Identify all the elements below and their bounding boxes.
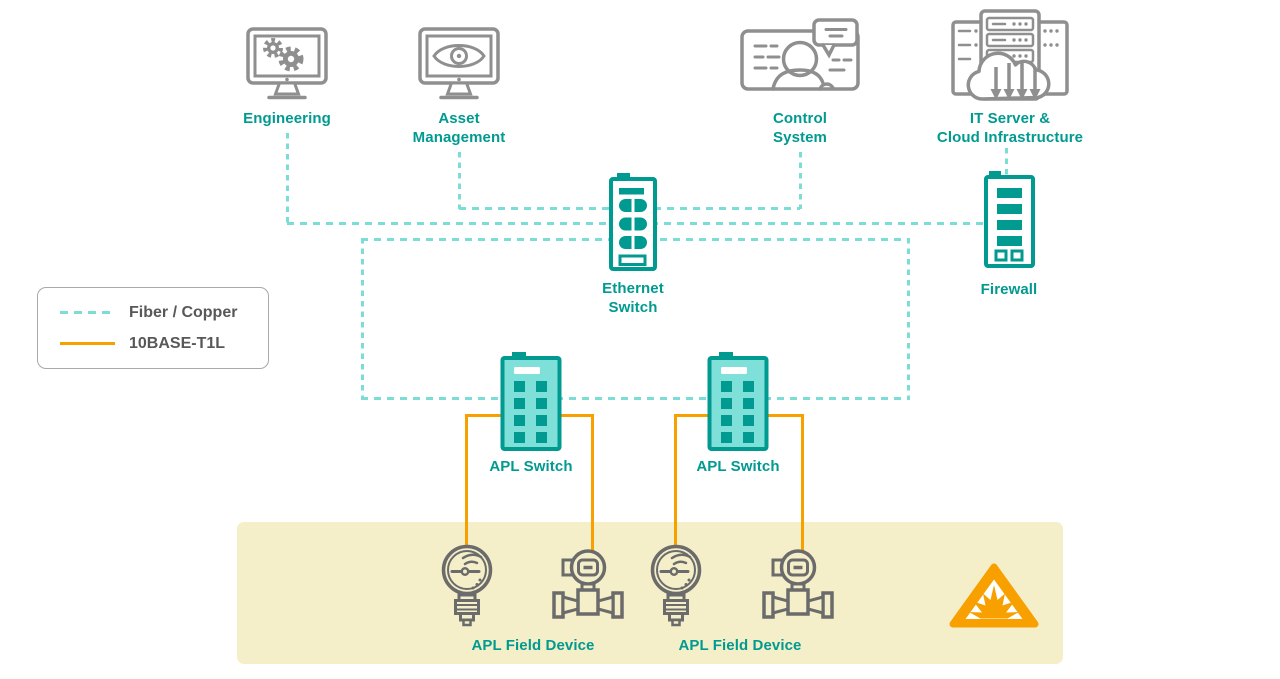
ethernet-switch-label: Ethernet Switch (573, 279, 693, 317)
field-device-gauge-1 (435, 543, 499, 629)
hazard-symbol (948, 562, 1040, 630)
apl-switch-left-label: APL Switch (489, 458, 573, 475)
field-device-gauge-2 (644, 543, 708, 629)
it-server-label-line1: IT Server & (969, 110, 1051, 127)
control-system-node (735, 16, 865, 102)
apl-switch-icon (707, 352, 769, 451)
dash-link-itserver-firewall-drop (1005, 148, 1008, 176)
ethernet-switch-node (606, 172, 662, 274)
legend-item-10base-t1l: 10BASE-T1L (38, 335, 268, 353)
engineering-node (242, 25, 332, 105)
it-server-label-line2: Cloud Infrastructure (936, 129, 1084, 146)
engineering-monitor-gears-icon (246, 27, 328, 100)
apl-field-device-left-label: APL Field Device (471, 637, 595, 654)
legend-label-10base-t1l: 10BASE-T1L (129, 334, 226, 352)
apl-switch-right-node (706, 352, 770, 452)
control-system-label-line2: System (773, 129, 827, 146)
firewall-node (982, 170, 1038, 270)
fiber-copper-line-swatch (60, 310, 115, 315)
ethernet-switch-label-line1: Ethernet (602, 280, 664, 297)
explosion-hazard-icon (949, 563, 1039, 628)
dash-link-control-system-drop (799, 152, 802, 209)
ethernet-switch-label-line2: Switch (608, 299, 658, 316)
control-system-label: Control System (725, 109, 875, 147)
it-server-cloud-node (948, 5, 1072, 107)
dash-ring-left (361, 238, 364, 400)
control-system-operator-icon (740, 18, 860, 91)
asset-management-monitor-eye-icon (418, 27, 500, 100)
dash-ring-bottom (361, 397, 910, 400)
apl-field-device-right-label: APL Field Device (678, 637, 802, 654)
asset-management-label-line2: Management (412, 129, 506, 146)
apl-switch-icon (500, 352, 562, 451)
pressure-gauge-field-device-icon (650, 544, 702, 627)
field-device-valve-2 (760, 548, 836, 622)
asset-management-label: Asset Management (384, 109, 534, 147)
dash-link-asset-management-drop (458, 152, 461, 209)
control-system-label-line1: Control (772, 110, 828, 127)
firewall-icon (984, 171, 1035, 268)
dash-ring-right (907, 238, 910, 400)
apl-switch-right-label: APL Switch (696, 458, 780, 475)
legend-item-fiber-copper: Fiber / Copper (38, 304, 268, 322)
legend: Fiber / Copper 10BASE-T1L (37, 287, 269, 369)
flow-transmitter-field-device-icon (762, 549, 834, 619)
flow-transmitter-field-device-icon (552, 549, 624, 619)
dash-link-engineering-drop (286, 133, 289, 223)
asset-management-node (414, 25, 504, 105)
ethernet-switch-icon (609, 173, 657, 271)
hazardous-area-zone (237, 522, 1063, 664)
10base-t1l-line-swatch (60, 341, 115, 346)
it-server-cloud-icon (951, 9, 1069, 101)
it-server-cloud-label: IT Server & Cloud Infrastructure (920, 109, 1100, 147)
asset-management-label-line1: Asset (438, 110, 480, 127)
legend-label-fiber-copper: Fiber / Copper (129, 303, 238, 321)
apl-switch-left-node (499, 352, 563, 452)
pressure-gauge-field-device-icon (441, 544, 493, 627)
firewall-label: Firewall (980, 281, 1038, 298)
engineering-label: Engineering (243, 110, 331, 127)
field-device-valve-1 (550, 548, 626, 622)
